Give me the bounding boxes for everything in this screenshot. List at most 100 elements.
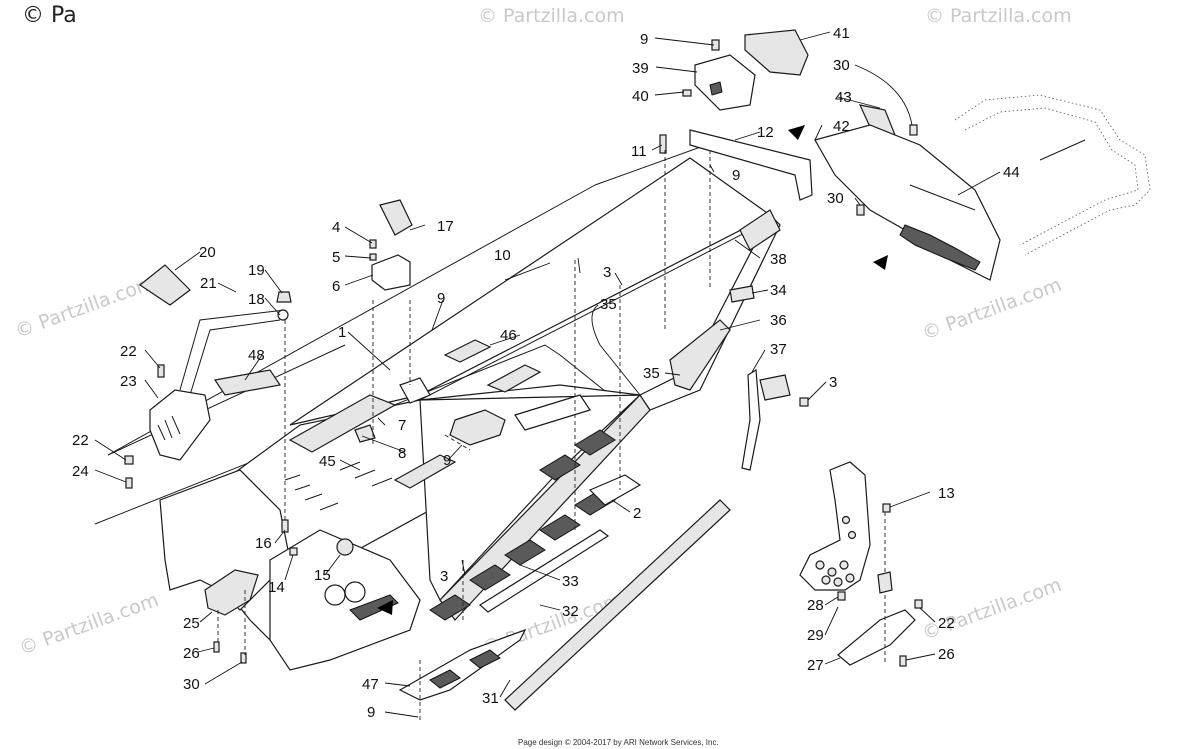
arrow-icon: [788, 125, 805, 140]
callout-1: 1: [338, 324, 346, 341]
callout-46: 46: [500, 327, 517, 344]
callout-4: 4: [332, 219, 340, 236]
callout-37: 37: [770, 341, 787, 358]
nut-part-19: [276, 291, 292, 303]
bolt-part-30: [909, 124, 918, 136]
nut-part-5: [369, 253, 377, 261]
direction-arrows: [377, 125, 888, 615]
housing-part-39: [694, 54, 756, 111]
top-right-parts: [682, 29, 1151, 281]
callout-48: 48: [248, 347, 265, 364]
callout-labels: 1 2 3 3 3 4 5 6 7 8 9 9 9 9 9 10 11 12 1…: [72, 25, 1020, 721]
rail-part-32: [504, 499, 731, 711]
callout-10: 10: [494, 247, 511, 264]
callout-40: 40: [632, 88, 649, 105]
callout-2: 2: [633, 505, 641, 522]
bolt-part-40: [682, 89, 692, 97]
cap-part-20: [138, 264, 191, 306]
callout-11: 11: [631, 143, 647, 160]
watermark-text: © Partzilla.com: [919, 274, 1064, 345]
bolt-part-30: [856, 204, 865, 216]
callout-20: 20: [199, 244, 216, 261]
callout-21: 21: [200, 275, 217, 292]
callout-24: 24: [72, 463, 89, 480]
clip-part-14: [289, 547, 298, 556]
callout-7: 7: [398, 417, 406, 434]
guard-part-23: [149, 389, 211, 461]
bolt-part-11: [659, 134, 667, 154]
callout-29: 29: [807, 627, 824, 644]
footer-copyright: Page design © 2004-2017 by ARI Network S…: [518, 738, 719, 747]
watermark-text: © Partzilla.com: [478, 5, 625, 27]
clip-part-34: [729, 285, 755, 303]
callout-30: 30: [183, 676, 200, 693]
plate-part-25: [204, 569, 259, 616]
callout-35: 35: [643, 365, 660, 382]
bracket-part-2: [588, 474, 642, 506]
callout-3: 3: [440, 568, 448, 585]
pad-part-48: [213, 369, 282, 396]
callout-35: 35: [600, 296, 617, 313]
plate-part-7: [399, 377, 431, 404]
plate-part-47: [398, 628, 527, 701]
callout-22: 22: [120, 343, 137, 360]
callout-41: 41: [833, 25, 850, 42]
callout-23: 23: [120, 373, 137, 390]
plate-part-27: [837, 609, 916, 666]
clip-part-8: [354, 424, 376, 443]
callout-6: 6: [332, 278, 340, 295]
callout-5: 5: [332, 249, 340, 266]
chassis-tunnel: [159, 157, 781, 671]
watermark-text: © Partzilla.com: [925, 5, 1072, 27]
callout-3: 3: [603, 264, 611, 281]
callout-30: 30: [827, 190, 844, 207]
center-top-parts: [354, 199, 431, 443]
callout-8: 8: [398, 445, 406, 462]
callout-9: 9: [443, 452, 451, 469]
callout-36: 36: [770, 312, 787, 329]
callout-30: 30: [833, 57, 850, 74]
callout-12: 12: [757, 124, 774, 141]
callout-15: 15: [314, 567, 331, 584]
callout-9: 9: [640, 31, 648, 48]
cap-part-41: [744, 29, 809, 76]
bottom-right-parts: [799, 461, 923, 667]
brace-part-38: [739, 209, 781, 251]
strip-part-33: [478, 529, 610, 613]
bolt-part-26: [899, 655, 907, 667]
callout-9: 9: [367, 704, 375, 721]
callout-38: 38: [770, 251, 787, 268]
snowflap-part-42: [814, 124, 1001, 281]
watermark-text: © Partzilla.com: [12, 272, 157, 343]
callout-28: 28: [807, 597, 824, 614]
callout-22: 22: [938, 615, 955, 632]
right-parts: [659, 129, 813, 471]
callout-17: 17: [437, 218, 454, 235]
lower-parts: [398, 474, 731, 711]
callout-45: 45: [319, 453, 336, 470]
callout-16: 16: [255, 535, 272, 552]
washer-part-22: [124, 455, 134, 465]
bolt-part-29: [837, 591, 846, 601]
corner-watermark: © Pa: [22, 3, 77, 28]
callout-42: 42: [833, 118, 850, 135]
callout-32: 32: [562, 603, 579, 620]
callout-18: 18: [248, 291, 265, 308]
callout-9: 9: [437, 290, 445, 307]
callout-19: 19: [248, 262, 265, 279]
callout-9: 9: [732, 167, 740, 184]
assembly-lines: [217, 150, 886, 720]
callout-22: 22: [72, 432, 89, 449]
bar-part-12: [689, 129, 813, 201]
callout-14: 14: [268, 579, 285, 596]
bolt-part-26: [213, 641, 220, 653]
callout-26: 26: [183, 645, 200, 662]
bolt-part-24: [125, 477, 133, 489]
callout-3: 3: [829, 374, 837, 391]
watermark-text: © Partzilla.com: [16, 589, 161, 660]
callout-33: 33: [562, 573, 579, 590]
arrow-icon: [873, 255, 888, 270]
footrest-part-13: [799, 461, 871, 591]
spacer-part-28: [877, 571, 893, 594]
